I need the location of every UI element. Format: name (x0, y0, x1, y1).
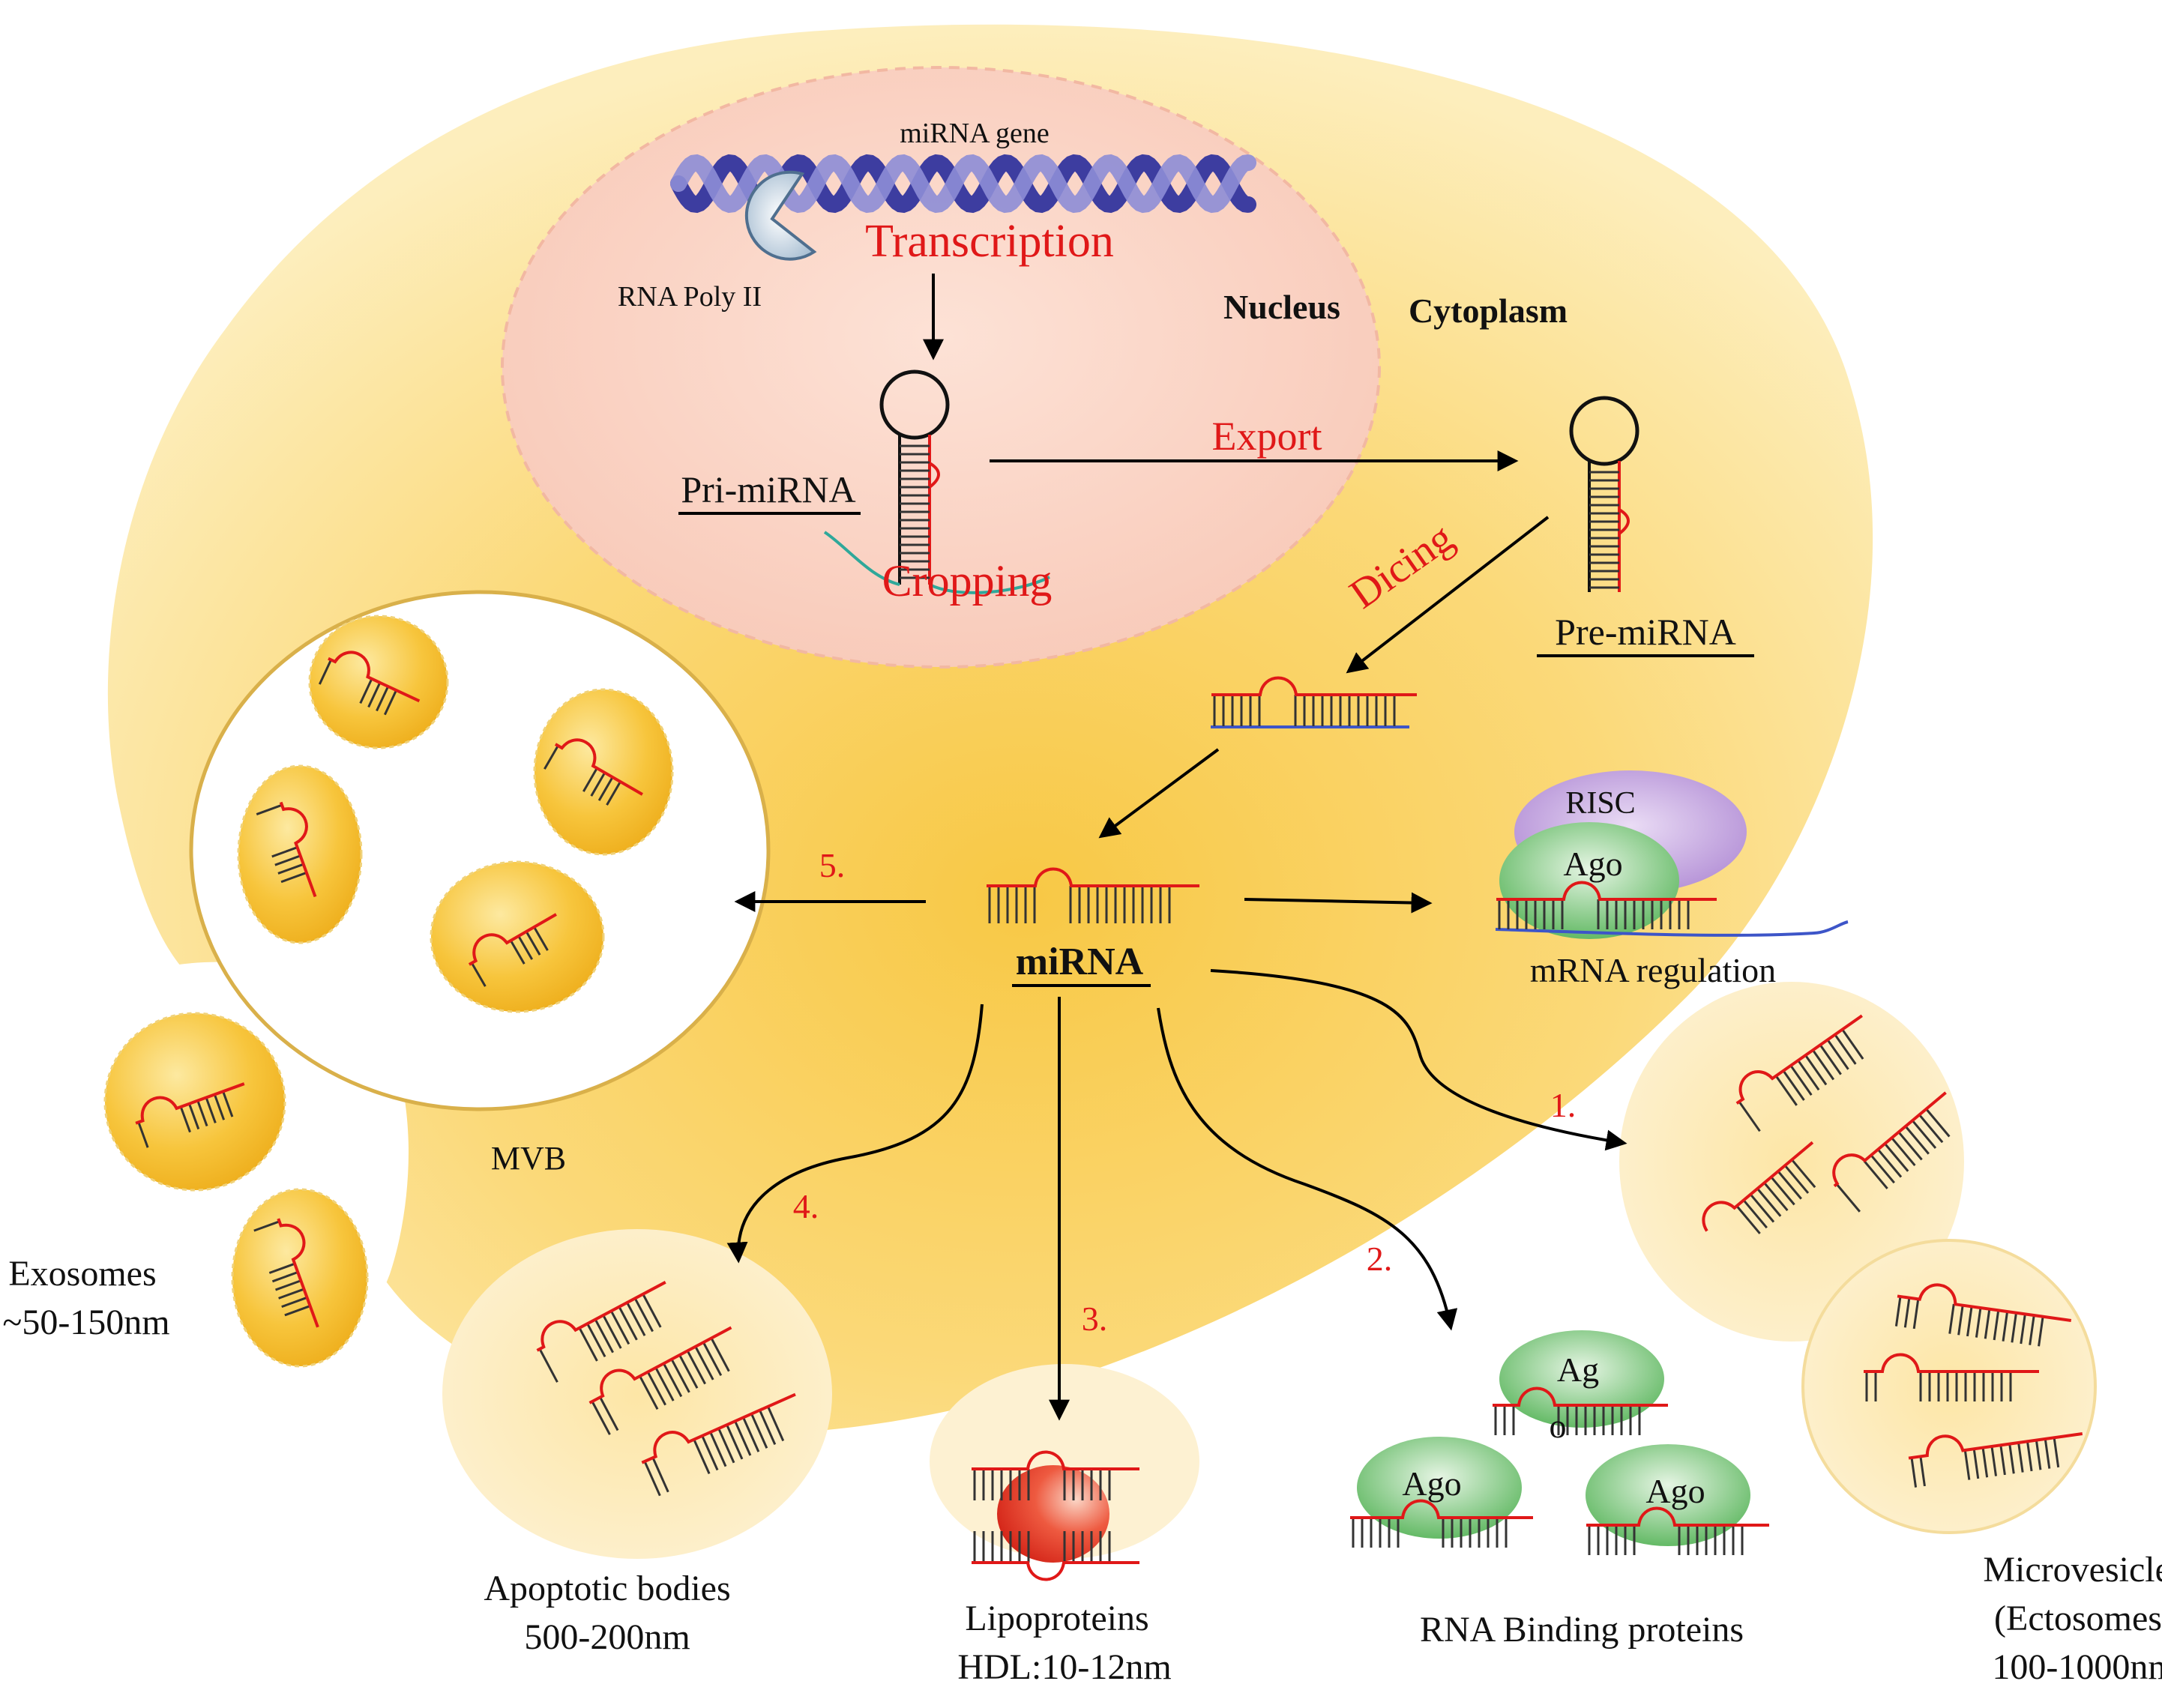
mirna-icon (1702, 1141, 1816, 1234)
rna-pol-label: RNA Poly II (618, 281, 762, 313)
mirna-gene-label: miRNA gene (900, 118, 1049, 149)
mirna-icon (318, 651, 421, 716)
mirna-icon (1496, 881, 1717, 929)
exosome (103, 1012, 286, 1192)
pre-mirna-label: Pre-miRNA (1555, 611, 1736, 653)
mirna-icon (1211, 676, 1417, 726)
pre-mirna-hairpin (1569, 396, 1639, 592)
ago-label-3: Ago (1645, 1472, 1705, 1510)
apoptotic-body-mirnas (536, 1281, 796, 1497)
mirna-icon (1908, 1432, 2083, 1488)
vesicle (308, 615, 449, 749)
step3-label: 3. (1082, 1300, 1108, 1338)
exosomes-label-2: ~50-150nm (2, 1303, 169, 1342)
ago-split-label-1: Ag (1557, 1351, 1599, 1389)
mirna-duplex (1211, 676, 1417, 728)
ago-label-2: Ago (1402, 1464, 1461, 1503)
cropping-label: Cropping (882, 556, 1053, 606)
step2-arrow (1157, 1007, 1458, 1331)
step5-label: 5. (819, 846, 846, 884)
step4-label: 4. (793, 1187, 819, 1225)
step1-arrow (1210, 969, 1627, 1151)
lipoproteins-label-1: Lipoproteins (965, 1599, 1148, 1638)
bleb-mirnas (1702, 1014, 1951, 1234)
mirna-icon (543, 738, 643, 806)
step2-label: 2. (1367, 1240, 1393, 1278)
mvb-label: MVB (491, 1140, 566, 1177)
microvesicle-mirnas (1864, 1283, 2083, 1488)
mirna-icon (256, 801, 317, 898)
mirna-icon (1493, 1386, 1668, 1435)
exosome-vesicles (103, 1012, 369, 1368)
mirna-icon (1586, 1506, 1769, 1555)
lipoprotein-particle (972, 1450, 1139, 1581)
step4-arrow (726, 1004, 984, 1264)
nucleus (501, 66, 1381, 669)
pri-mirna-label: Pri-miRNA (681, 468, 855, 510)
mirna-icon (972, 1531, 1139, 1581)
mirna-icon (536, 1281, 666, 1383)
step1-label: 1. (1550, 1086, 1577, 1124)
mvb-vesicles (237, 615, 674, 1013)
microvesicles-label-1: Microvesicles (1983, 1550, 2162, 1590)
mirna-label: miRNA (1016, 941, 1144, 983)
lipoproteins-label-2: HDL:10-12nm (957, 1647, 1171, 1687)
apoptotic-label-1: Apoptotic bodies (484, 1569, 730, 1608)
mrna-regulation-arrow (1244, 892, 1433, 914)
mirna-icon (987, 867, 1199, 923)
cytoplasm-label: Cytoplasm (1409, 292, 1568, 330)
export-label: Export (1212, 414, 1322, 459)
rna-polymerase-ii-icon (744, 170, 817, 261)
mirna-icon (1350, 1499, 1533, 1548)
transcription-label: Transcription (865, 216, 1114, 267)
risc-complex (1495, 770, 1849, 939)
microvesicles-label-3: 100-1000nm (1992, 1647, 2162, 1687)
risc-label: RISC (1565, 786, 1635, 821)
mirna-icon (1832, 1091, 1951, 1213)
mirna-icon (253, 1218, 319, 1328)
apoptotic-bleb (442, 1229, 832, 1559)
rbp-label: RNA Binding proteins (1420, 1610, 1744, 1650)
mirna-icon (468, 913, 557, 987)
apoptotic-label-2: 500-200nm (524, 1617, 690, 1657)
dicing-arrow (1346, 516, 1550, 674)
ago-split-label-2: o (1550, 1407, 1567, 1445)
mirna-icon (588, 1326, 732, 1435)
microvesicles-label-2: (Ectosomes) (1994, 1599, 2162, 1638)
mirna-icon (972, 1450, 1139, 1500)
rna-binding-proteins (1350, 1330, 1769, 1555)
mirna-icon (1735, 1014, 1864, 1132)
vesicle (237, 764, 363, 944)
pri-mirna-hairpin (823, 369, 1050, 594)
mirna-icon (1894, 1283, 2072, 1347)
mirna-icon (641, 1392, 796, 1497)
vesicle (430, 860, 605, 1013)
microvesicle (1801, 1239, 2097, 1534)
exosome (231, 1188, 369, 1368)
exosomes-label-1: Exosomes (8, 1254, 156, 1294)
ago-label-risc: Ago (1563, 845, 1622, 883)
vesicle (533, 688, 674, 856)
mirna-icon (1864, 1353, 2039, 1401)
mature-mirna (987, 867, 1199, 923)
lipoprotein-bleb (930, 1364, 1199, 1559)
nucleus-label: Nucleus (1223, 288, 1340, 326)
mirna-icon (135, 1082, 245, 1148)
duplex-to-mirna-arrow (1098, 748, 1220, 839)
mrna-regulation-label: mRNA regulation (1530, 951, 1776, 989)
